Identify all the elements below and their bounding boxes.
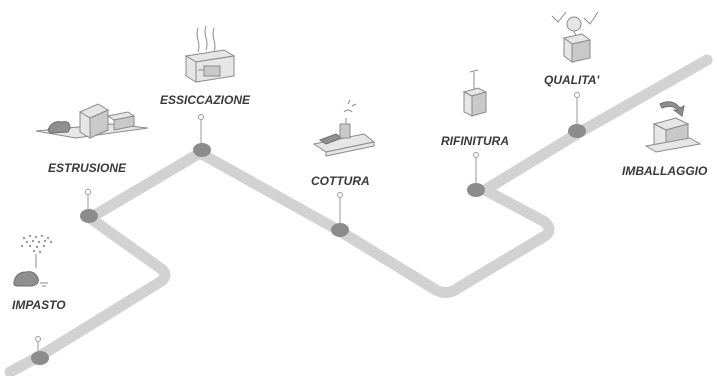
label-imballaggio: IMBALLAGGIO: [622, 164, 708, 178]
label-qualita: QUALITA': [544, 73, 600, 87]
finishing-icon: [462, 69, 488, 117]
node-cottura: [331, 223, 349, 237]
label-cottura: COTTURA: [311, 174, 370, 188]
dryer-icon: [184, 25, 236, 83]
label-impasto: IMPASTO: [12, 298, 66, 312]
label-essiccazione: ESSICCAZIONE: [160, 93, 251, 107]
node-impasto: [31, 351, 49, 365]
quality-check-icon: [551, 11, 599, 63]
label-rifinitura: RIFINITURA: [441, 134, 509, 148]
packaging-icon: [644, 101, 702, 153]
label-estrusione: ESTRUSIONE: [48, 161, 127, 175]
process-track: [4, 54, 713, 376]
node-rifinitura: [467, 183, 485, 197]
cooking-icon: [312, 99, 376, 157]
stage-nodes: [31, 124, 586, 365]
node-estrusione: [80, 209, 98, 223]
node-essiccazione: [193, 143, 211, 157]
node-qualita: [568, 124, 586, 138]
dough-mix-icon: [13, 234, 53, 287]
extruder-icon: [35, 103, 149, 139]
stage-pins: [35, 92, 580, 356]
